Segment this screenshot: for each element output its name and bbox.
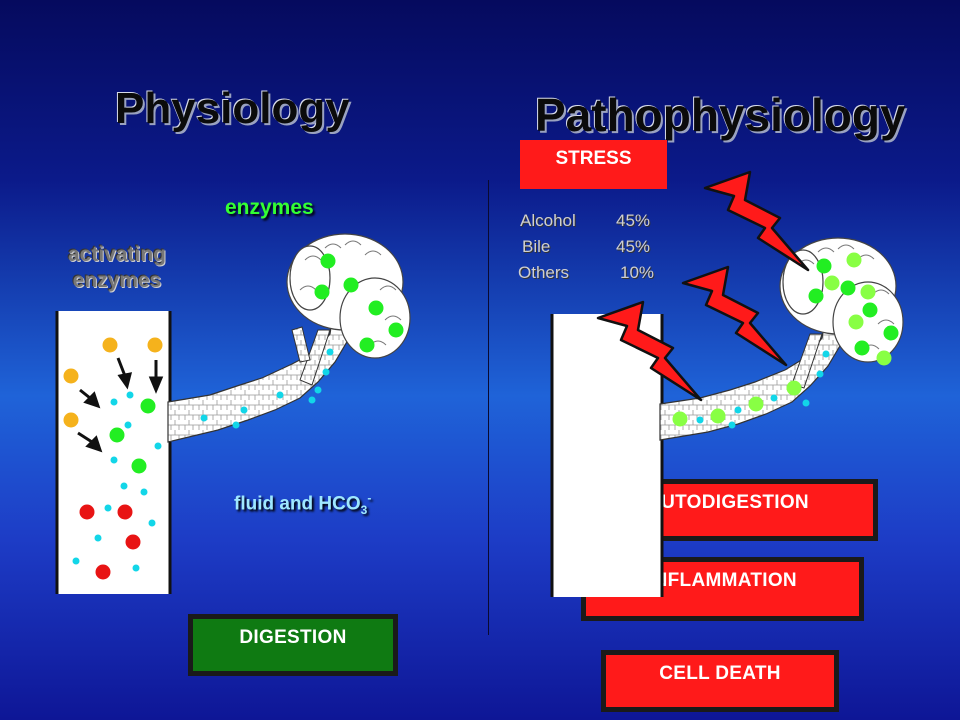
inflammation-label: INFLAMMATION: [648, 570, 797, 591]
left-zymogen-dots: [63, 337, 163, 428]
enzyme-dot: [109, 427, 125, 443]
fluid-hco3-label: fluid and HCO3-: [234, 491, 371, 517]
lightning-bolt-3: [596, 300, 703, 402]
right-enzyme-dots: [672, 252, 899, 427]
cell-death-box: CELL DEATH: [601, 650, 839, 712]
panel-divider: [488, 180, 489, 635]
right-acinus: [779, 237, 904, 363]
right-duodenum: [550, 314, 664, 597]
left-enzyme-dots: [109, 253, 404, 474]
enzymes-label: enzymes: [225, 196, 314, 219]
cause-alcohol-name: Alcohol: [520, 211, 576, 230]
zymogen-dot: [102, 337, 118, 353]
activating-line2: enzymes: [72, 269, 162, 292]
enzyme-dot: [846, 252, 862, 268]
enzyme-dot: [824, 275, 840, 291]
fluid-text: fluid and HCO: [234, 493, 361, 515]
zymogen-dot: [147, 337, 163, 353]
enzyme-dot: [131, 458, 147, 474]
cause-alcohol-percent: 45%: [616, 211, 651, 230]
lightning-bolt-2: [681, 265, 788, 367]
left-bicarbonate-dots: [72, 348, 334, 572]
cell-death-label: CELL DEATH: [659, 663, 781, 684]
cause-bile-percent: 45%: [616, 237, 651, 256]
physiology-title: Physiology: [115, 84, 350, 133]
enzyme-dot: [388, 322, 404, 338]
enzyme-dot: [140, 398, 156, 414]
enzyme-dot: [848, 314, 864, 330]
left-duodenum: [55, 311, 172, 594]
digested-dot: [95, 564, 111, 580]
activating-line1: activating: [67, 243, 167, 266]
cause-bile-name: Bile: [522, 237, 551, 256]
fluid-subscript: 3: [360, 503, 368, 518]
enzyme-dot: [748, 396, 764, 412]
enzyme-dot: [862, 302, 878, 318]
digestion-box: DIGESTION: [188, 614, 398, 676]
enzyme-dot: [860, 284, 876, 300]
enzyme-dot: [343, 277, 359, 293]
digested-dot: [117, 504, 133, 520]
lightning-bolt-1: [703, 170, 810, 272]
enzyme-dot: [314, 284, 330, 300]
lightning-bolts: [596, 170, 810, 402]
enzyme-dot: [840, 280, 856, 296]
enzyme-dot: [876, 350, 892, 366]
pathophysiology-title: Pathophysiology: [535, 89, 906, 141]
right-bicarbonate-dots: [696, 350, 830, 429]
zymogen-dot: [63, 368, 79, 384]
enzyme-dot: [359, 337, 375, 353]
left-digested-dots: [79, 504, 141, 580]
stress-box: STRESS: [520, 140, 667, 189]
cause-others-percent: 10%: [620, 263, 655, 282]
digested-dot: [79, 504, 95, 520]
enzyme-dot: [368, 300, 384, 316]
enzyme-dot: [320, 253, 336, 269]
enzyme-dot: [816, 258, 832, 274]
enzyme-dot: [786, 380, 802, 396]
autodigestion-label: AUTODIGESTION: [647, 492, 809, 513]
activating-enzymes-label: activating enzymes: [52, 242, 182, 294]
stress-label: STRESS: [555, 148, 632, 169]
enzyme-dot: [672, 411, 688, 427]
activation-arrows: [77, 357, 164, 453]
digestion-label: DIGESTION: [239, 627, 347, 648]
enzyme-dot: [710, 408, 726, 424]
enzyme-dot: [883, 325, 899, 341]
zymogen-dot: [63, 412, 79, 428]
enzyme-dot: [854, 340, 870, 356]
cause-others-name: Others: [518, 263, 570, 282]
enzyme-dot: [808, 288, 824, 304]
digested-dot: [125, 534, 141, 550]
fluid-superscript: -: [367, 491, 372, 505]
